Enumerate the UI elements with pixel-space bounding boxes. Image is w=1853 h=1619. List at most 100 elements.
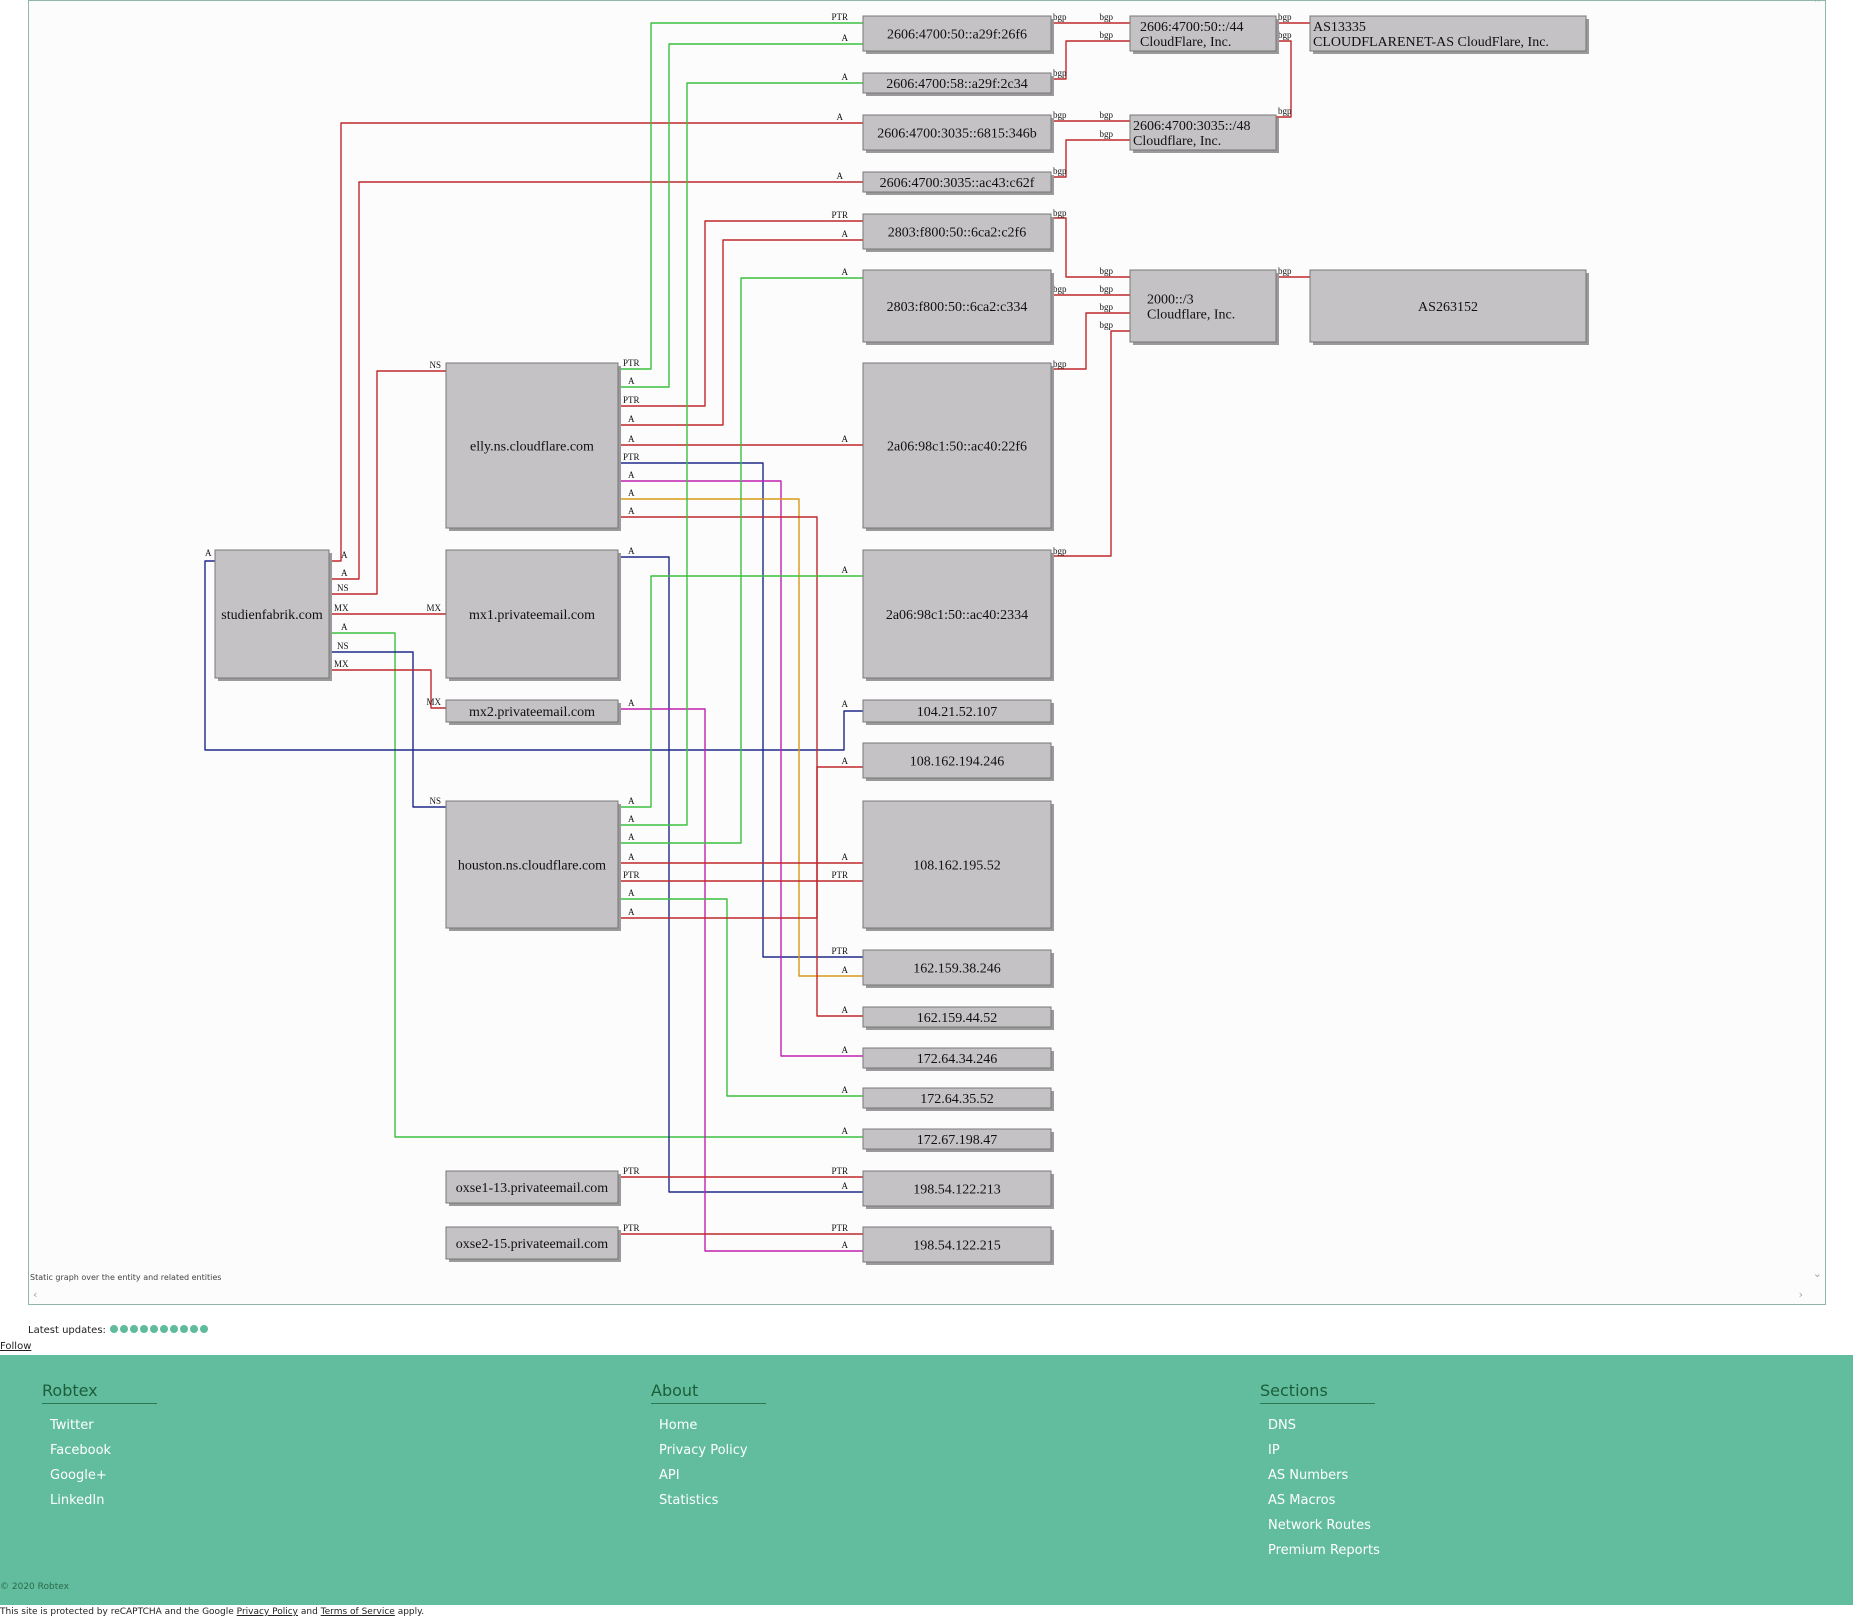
update-dot[interactable]	[149, 1325, 158, 1333]
update-dot[interactable]	[199, 1325, 208, 1333]
graph-node-ip1[interactable]: 104.21.52.107	[862, 699, 1054, 725]
update-dot[interactable]	[139, 1325, 148, 1333]
graph-node-v6d[interactable]: 2606:4700:3035::ac43:c62f	[862, 171, 1054, 195]
edge-label: MX	[426, 603, 441, 613]
footer-link-network-routes[interactable]: Network Routes	[1268, 1518, 1371, 1533]
footer-link-home[interactable]: Home	[659, 1418, 698, 1433]
edge-label: NS	[429, 796, 441, 806]
footer-link-premium-reports[interactable]: Premium Reports	[1268, 1543, 1380, 1558]
graph-node-v6e[interactable]: 2803:f800:50::6ca2:c2f6	[862, 213, 1054, 252]
graph-edge	[329, 370, 446, 595]
graph-node-oxse2[interactable]: oxse2-15.privateemail.com	[445, 1226, 621, 1262]
graph-edge	[204, 560, 863, 751]
update-dot[interactable]	[179, 1325, 188, 1333]
edge-label: PTR	[623, 870, 640, 880]
footer-link-ip[interactable]: IP	[1268, 1443, 1280, 1458]
scroll-right-icon[interactable]: ›	[1798, 1288, 1803, 1301]
graph-node-ip9[interactable]: 198.54.122.213	[862, 1170, 1054, 1209]
edge-label: bgp	[1278, 266, 1292, 276]
recaptcha-notice: This site is protected by reCAPTCHA and …	[0, 1607, 424, 1617]
footer-column-sections: Sections DNS IP AS Numbers AS Macros Net…	[1260, 1381, 1380, 1568]
footer-link-statistics[interactable]: Statistics	[659, 1493, 719, 1508]
horizontal-scrollbar[interactable]: ‹ ›	[29, 1288, 1825, 1304]
update-dot[interactable]	[109, 1325, 118, 1333]
edge-label: A	[628, 888, 635, 898]
graph-node-ip2[interactable]: 108.162.194.246	[862, 742, 1054, 781]
graph-edge	[618, 82, 863, 826]
graph-node-ip10[interactable]: 198.54.122.215	[862, 1226, 1054, 1265]
recaptcha-privacy-link[interactable]: Privacy Policy	[236, 1607, 299, 1617]
update-dot[interactable]	[159, 1325, 168, 1333]
edge-label: A	[628, 414, 635, 424]
edge-label: PTR	[623, 1223, 640, 1233]
graph-node-ip7[interactable]: 172.64.35.52	[862, 1087, 1054, 1111]
footer-link-as-numbers[interactable]: AS Numbers	[1268, 1468, 1349, 1483]
footer-link-privacy-policy[interactable]: Privacy Policy	[659, 1443, 748, 1458]
scroll-down-icon[interactable]: ⌄	[1812, 1267, 1822, 1280]
graph-edge	[1051, 40, 1130, 80]
recaptcha-terms-link[interactable]: Terms of Service	[320, 1607, 395, 1617]
edge-label: bgp	[1053, 68, 1067, 78]
graph-node-ip6[interactable]: 172.64.34.246	[862, 1047, 1054, 1071]
edge-label: A	[205, 548, 212, 558]
edge-label: A	[842, 756, 849, 766]
graph-node-v6c[interactable]: 2606:4700:3035::6815:346b	[862, 114, 1054, 153]
vertical-scrollbar[interactable]: ⌃ ⌄	[1809, 1, 1825, 1287]
update-dot[interactable]	[189, 1325, 198, 1333]
edge-label: PTR	[831, 1166, 848, 1176]
graph-node-ip5[interactable]: 162.159.44.52	[862, 1006, 1054, 1030]
graph-node-studienfabrik[interactable]: studienfabrik.com	[214, 549, 332, 681]
graph-node-label: 2606:4700:50::a29f:26f6	[887, 28, 1027, 43]
scroll-up-icon[interactable]: ⌃	[1812, 0, 1822, 10]
graph-node-label: 172.64.35.52	[920, 1092, 994, 1107]
footer-link-api[interactable]: API	[659, 1468, 680, 1483]
graph-node-label: 108.162.195.52	[913, 859, 1001, 874]
graph-node-ip8[interactable]: 172.67.198.47	[862, 1128, 1054, 1152]
graph-node-label: studienfabrik.com	[221, 608, 323, 623]
scroll-left-icon[interactable]: ‹	[33, 1288, 38, 1301]
latest-updates-dots[interactable]	[109, 1325, 210, 1336]
footer-link-dns[interactable]: DNS	[1268, 1418, 1296, 1433]
footer-link-as-macros[interactable]: AS Macros	[1268, 1493, 1336, 1508]
footer-link-facebook[interactable]: Facebook	[50, 1443, 112, 1458]
graph-node-v6h[interactable]: 2a06:98c1:50::ac40:2334	[862, 549, 1054, 681]
update-dot[interactable]	[129, 1325, 138, 1333]
graph-node-v6a[interactable]: 2606:4700:50::a29f:26f6	[862, 15, 1054, 54]
graph-node-label: 172.64.34.246	[917, 1052, 998, 1067]
footer-link-linkedin[interactable]: LinkedIn	[50, 1493, 105, 1508]
graph-node-label: mx1.privateemail.com	[469, 608, 595, 623]
graph-node-mx2[interactable]: mx2.privateemail.com	[445, 699, 621, 725]
graph-node-v6b[interactable]: 2606:4700:58::a29f:2c34	[862, 72, 1054, 96]
latest-updates-label: Latest updates:	[28, 1325, 106, 1336]
footer-link-googleplus[interactable]: Google+	[50, 1468, 107, 1483]
latest-updates: Latest updates:	[28, 1325, 210, 1336]
graph-node-label: 2a06:98c1:50::ac40:2334	[886, 608, 1028, 623]
follow-link[interactable]: Follow	[0, 1341, 32, 1352]
graph-node-houston[interactable]: houston.ns.cloudflare.com	[445, 800, 621, 931]
footer-heading: About	[651, 1381, 766, 1404]
graph-node-oxse1[interactable]: oxse1-13.privateemail.com	[445, 1170, 621, 1206]
graph-edge	[329, 122, 863, 562]
footer-link-twitter[interactable]: Twitter	[50, 1418, 94, 1433]
graph-node-ip3[interactable]: 108.162.195.52	[862, 800, 1054, 931]
edge-label: PTR	[831, 210, 848, 220]
edge-label: PTR	[831, 1223, 848, 1233]
graph-node-ip4[interactable]: 162.159.38.246	[862, 949, 1054, 988]
update-dot[interactable]	[169, 1325, 178, 1333]
graph-node-mx1[interactable]: mx1.privateemail.com	[445, 549, 621, 681]
footer-column-about: About Home Privacy Policy API Statistics	[651, 1381, 766, 1518]
edge-label: PTR	[623, 395, 640, 405]
graph-node-elly[interactable]: elly.ns.cloudflare.com	[445, 362, 621, 531]
graph-node-v6f[interactable]: 2803:f800:50::6ca2:c334	[862, 269, 1054, 345]
update-dot[interactable]	[119, 1325, 128, 1333]
graph-node-v6g[interactable]: 2a06:98c1:50::ac40:22f6	[862, 362, 1054, 531]
graph-node-label: mx2.privateemail.com	[469, 705, 595, 720]
edge-label: PTR	[623, 452, 640, 462]
graph-node-as2[interactable]: AS263152	[1309, 269, 1589, 345]
